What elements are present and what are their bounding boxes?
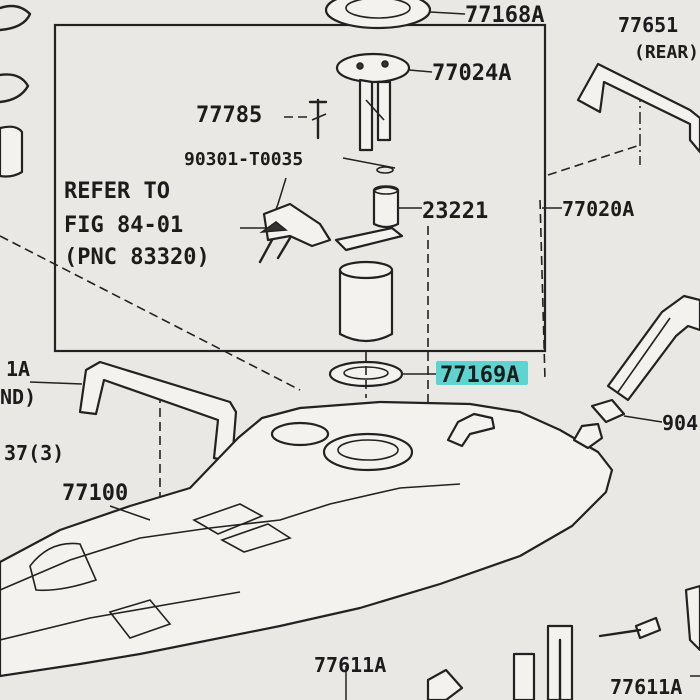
label-left-nd: ND): [0, 385, 36, 409]
part-77024A-pump-cap: [335, 52, 411, 152]
inset-frame: [53, 23, 547, 353]
label-fig-84-01: FIG 84-01: [64, 213, 183, 238]
label-refer-to: REFER TO: [64, 179, 170, 204]
label-904: 904: [662, 411, 698, 435]
label-23221: 23221: [422, 199, 488, 224]
label-77611A-right: 77611A: [610, 675, 682, 699]
label-77020A: 77020A: [562, 197, 634, 221]
part-right-fitting: [590, 398, 663, 424]
part-filler-hose: [606, 294, 700, 402]
part-77651-rear-strap: [576, 62, 700, 154]
label-77651: 77651: [618, 13, 678, 37]
label-77168A: 77168A: [465, 3, 544, 28]
label-90301-T0035: 90301-T0035: [184, 149, 303, 170]
part-77168A-ring: [324, 0, 432, 30]
part-fuel-sender: [258, 177, 332, 264]
label-pnc-83320: (PNC 83320): [64, 245, 210, 270]
label-77611A-bottom: 77611A: [314, 653, 386, 677]
label-left-1A: 1A: [6, 357, 30, 381]
highlight-77169A: [436, 361, 528, 385]
part-front-strap: [78, 360, 238, 464]
part-bottom-bracket: [426, 584, 700, 700]
part-23221-filter: [334, 185, 404, 252]
part-77100-fuel-tank: [0, 400, 614, 678]
partial-part-top-left: [0, 4, 32, 178]
label-77785: 77785: [196, 103, 262, 128]
label-77024A: 77024A: [432, 61, 511, 86]
label-77169A: 77169A: [440, 363, 519, 388]
part-77785-clip: [308, 98, 328, 140]
label-rear: (REAR): [634, 42, 699, 63]
part-filter-cylinder: [338, 260, 394, 343]
label-37-3: 37(3): [4, 441, 64, 465]
label-77100: 77100: [62, 481, 128, 506]
